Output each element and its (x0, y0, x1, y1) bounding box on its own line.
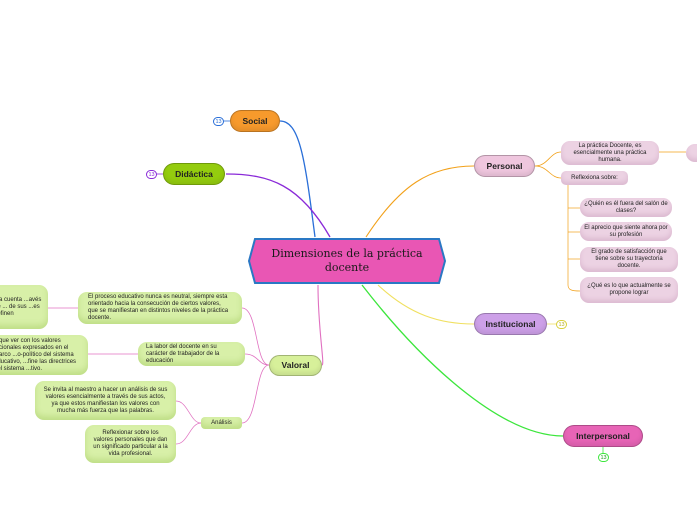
valoral-item-1-child[interactable]: ...a cuenta ...avés de ... de sus ...es … (0, 285, 48, 329)
personal-question-3[interactable]: El grado de satisfacción que tiene sobre… (580, 247, 678, 272)
central-title: Dimensiones de la práctica docente (271, 247, 423, 274)
didactica-collapsed-count[interactable]: 13 (146, 170, 157, 179)
valoral-analisis-2[interactable]: Reflexionar sobre los valores personales… (85, 425, 176, 463)
branch-valoral[interactable]: Valoral (269, 355, 322, 376)
personal-reflexiona-label: Reflexiona sobre: (571, 174, 618, 181)
valoral-analisis-2-text: Reflexionar sobre los valores personales… (93, 430, 168, 457)
branch-didactica[interactable]: Didáctica (163, 163, 225, 185)
branch-didactica-label: Didáctica (175, 168, 213, 179)
branch-institucional[interactable]: Institucional (474, 313, 547, 335)
personal-definition-text: La práctica Docente, es esencialmente un… (573, 142, 647, 163)
branch-interpersonal-label: Interpersonal (576, 430, 630, 441)
social-collapsed-count[interactable]: 13 (213, 117, 224, 126)
valoral-item-2-child-text: ...que ver con los valores ...cionales e… (0, 337, 77, 372)
valoral-analisis-label: Análisis (211, 419, 232, 426)
valoral-item-1-text: El proceso educativo nunca es neutral, s… (88, 294, 229, 321)
valoral-analisis-1-text: Se invita al maestro a hacer un análisis… (43, 386, 168, 414)
valoral-item-1[interactable]: El proceso educativo nunca es neutral, s… (78, 292, 242, 324)
valoral-item-2-text: La labor del docente en su carácter de t… (146, 343, 220, 364)
institucional-collapsed-count[interactable]: 13 (556, 320, 567, 329)
valoral-analisis[interactable]: Análisis (201, 417, 242, 429)
branch-social[interactable]: Social (230, 110, 280, 132)
central-topic[interactable]: Dimensiones de la práctica docente (247, 237, 447, 285)
personal-definition-child[interactable] (686, 144, 697, 162)
personal-definition[interactable]: La práctica Docente, es esencialmente un… (561, 141, 659, 165)
interpersonal-collapsed-count[interactable]: 13 (598, 453, 609, 462)
branch-valoral-label: Valoral (281, 360, 310, 370)
personal-question-4[interactable]: ¿Qué es lo que actualmente se propone lo… (580, 277, 678, 303)
valoral-item-1-child-text: ...a cuenta ...avés de ... de sus ...es … (0, 296, 42, 317)
branch-interpersonal[interactable]: Interpersonal (563, 425, 643, 447)
personal-question-1-text: ¿Quién es él fuera del salón de clases? (584, 200, 668, 214)
personal-question-2[interactable]: El aprecio que siente ahora por su profe… (580, 222, 672, 241)
branch-social-label: Social (242, 115, 268, 126)
central-topic-shape (247, 238, 447, 284)
valoral-item-2-child[interactable]: ...que ver con los valores ...cionales e… (0, 335, 88, 375)
branch-personal[interactable]: Personal (474, 155, 535, 177)
valoral-analisis-1[interactable]: Se invita al maestro a hacer un análisis… (35, 381, 176, 420)
branch-institucional-label: Institucional (485, 318, 536, 329)
personal-question-2-text: El aprecio que siente ahora por su profe… (584, 224, 668, 238)
personal-question-4-text: ¿Qué es lo que actualmente se propone lo… (587, 283, 671, 296)
personal-question-3-text: El grado de satisfacción que tiene sobre… (591, 249, 667, 269)
personal-question-1[interactable]: ¿Quién es él fuera del salón de clases? (580, 198, 672, 217)
valoral-item-2[interactable]: La labor del docente en su carácter de t… (138, 342, 245, 366)
branch-personal-label: Personal (486, 160, 523, 171)
personal-reflexiona[interactable]: Reflexiona sobre: (561, 171, 628, 185)
